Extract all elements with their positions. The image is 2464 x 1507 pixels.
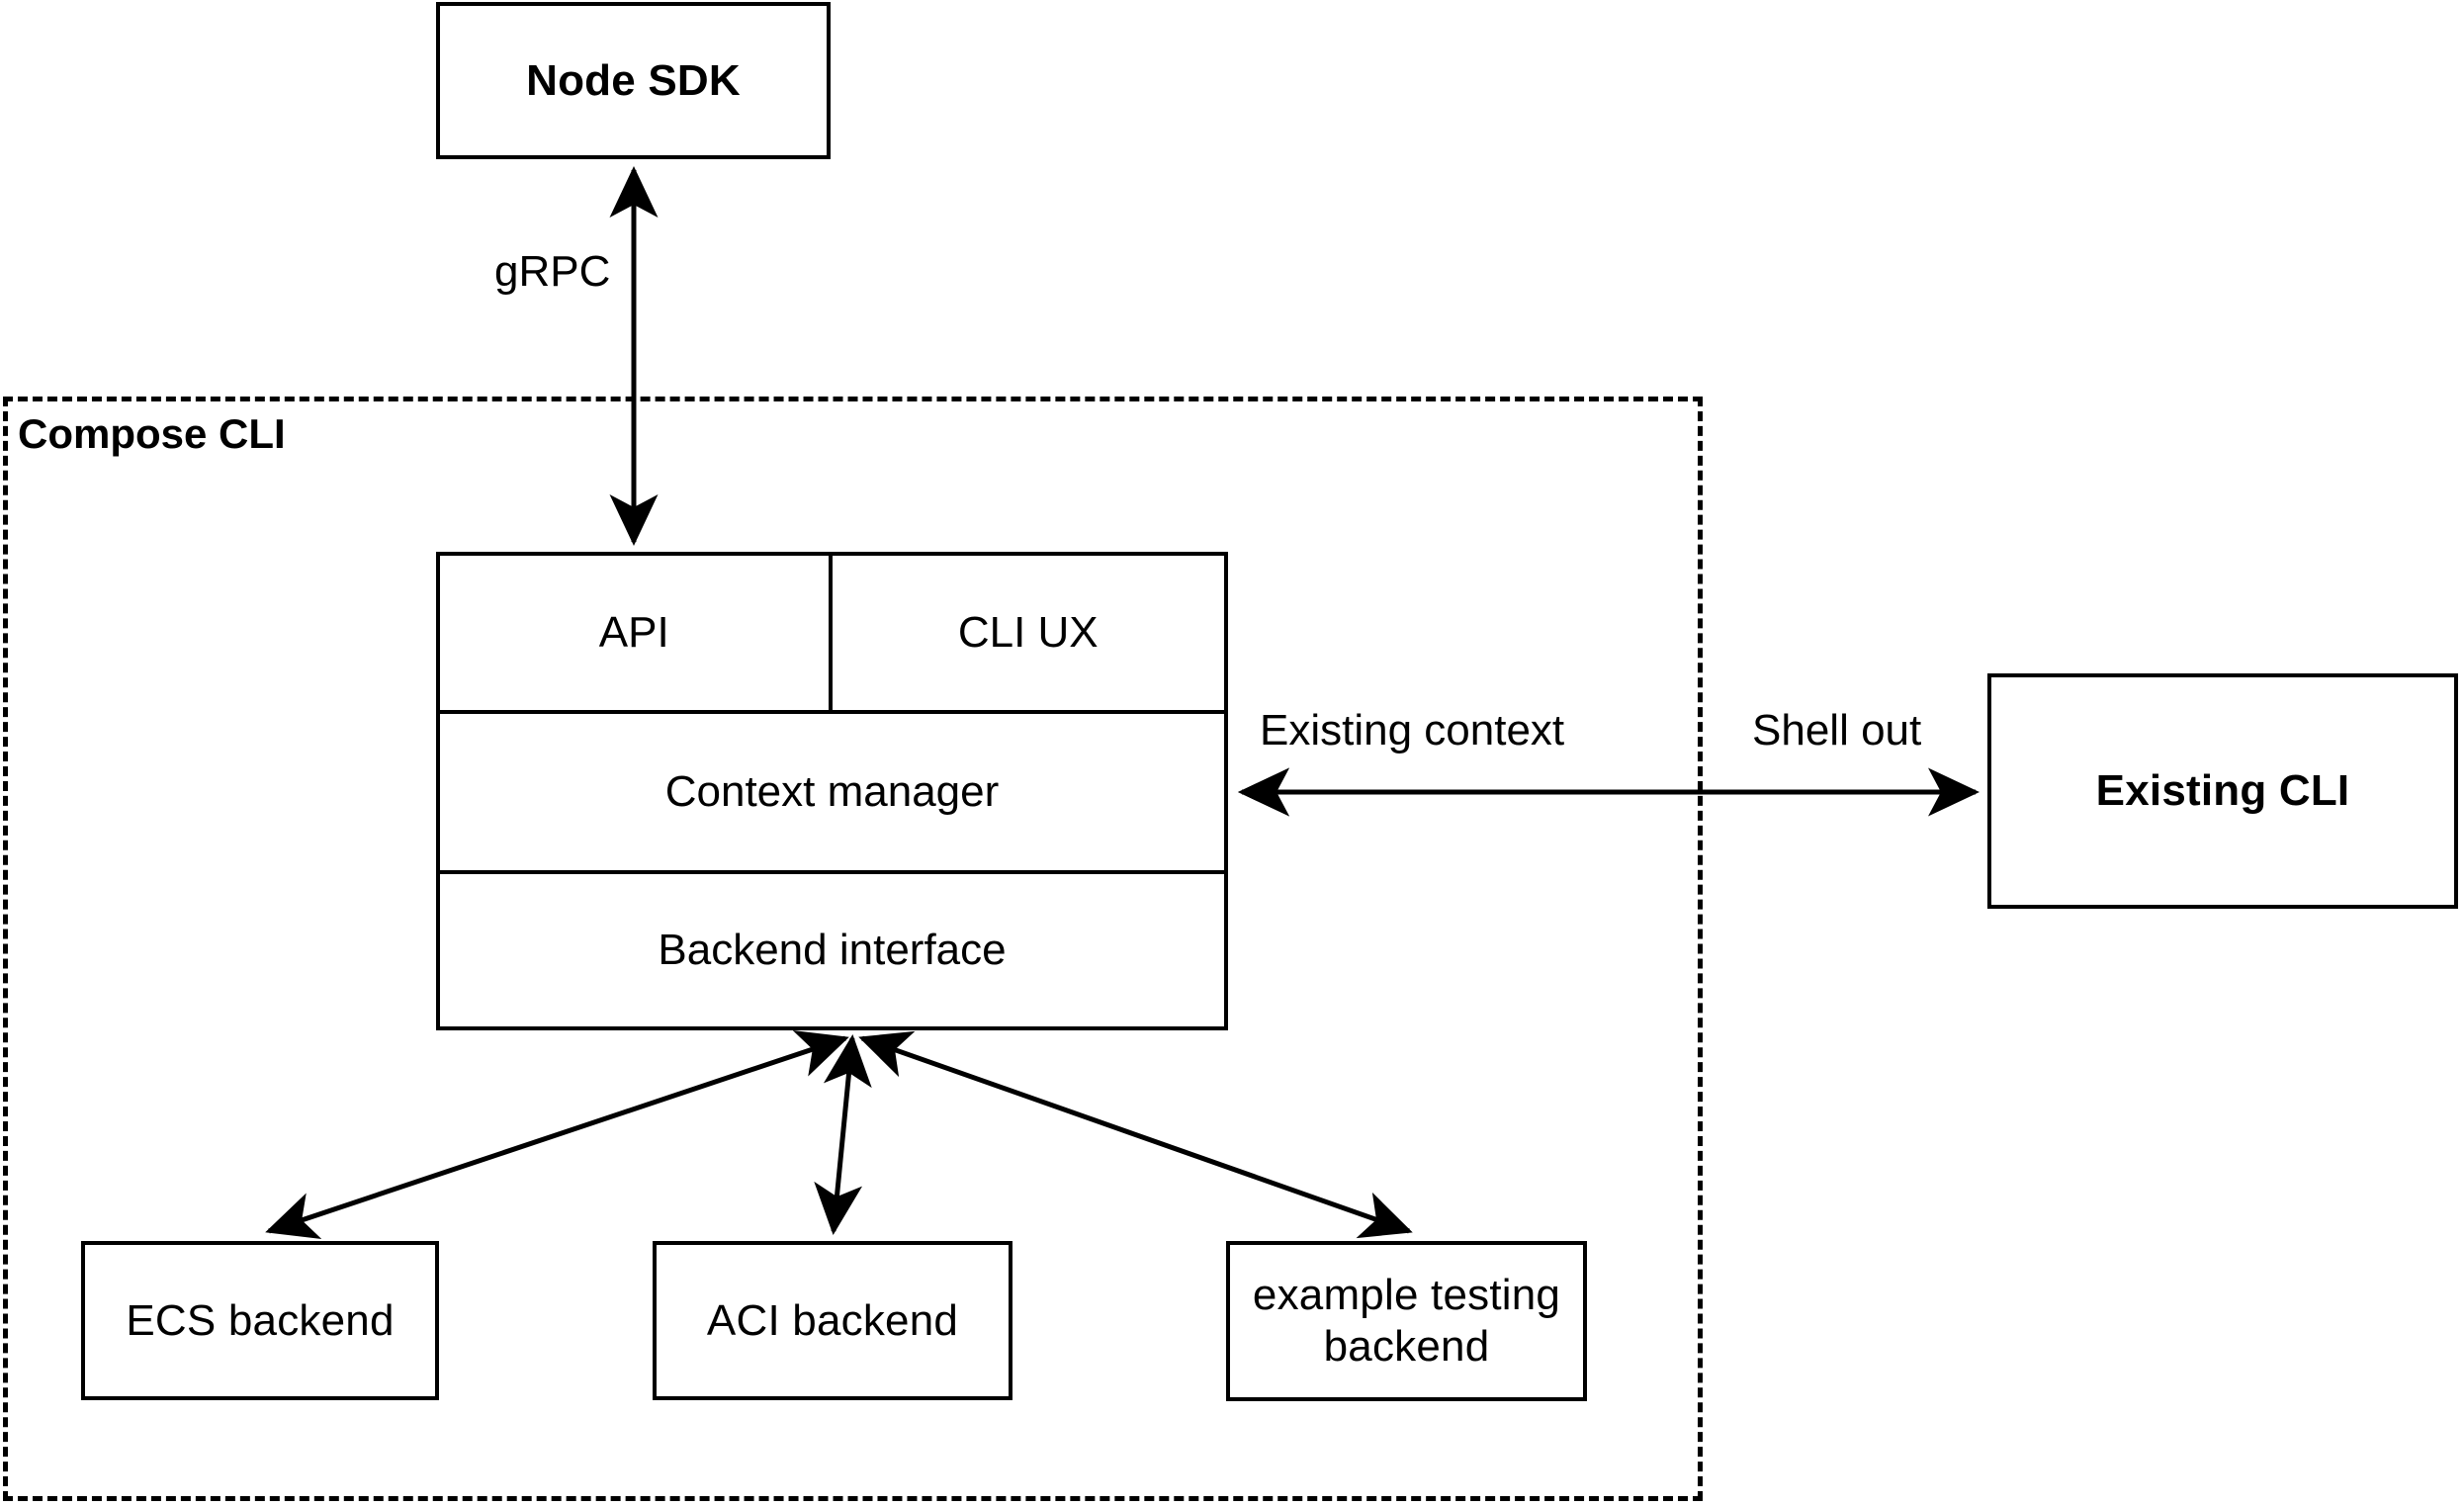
existing-cli-box[interactable]: Existing CLI <box>1987 673 2458 909</box>
node-sdk-label: Node SDK <box>526 55 741 105</box>
compose-cli-group-boundary <box>3 397 1703 1501</box>
existing-cli-label: Existing CLI <box>2095 766 2350 816</box>
compose-cli-stack: API CLI UX Context manager Backend inter… <box>436 552 1228 1030</box>
stack-row-context-manager: Context manager <box>440 714 1224 874</box>
example-testing-backend-box[interactable]: example testing backend <box>1226 1241 1587 1401</box>
ecs-backend-label: ECS backend <box>126 1295 395 1345</box>
aci-backend-label: ACI backend <box>706 1295 959 1345</box>
edge-label-shell-out: Shell out <box>1746 706 1928 755</box>
example-testing-backend-label: example testing backend <box>1252 1271 1561 1371</box>
stack-row-api-cliux: API CLI UX <box>440 556 1224 714</box>
edge-label-existing-context: Existing context <box>1254 706 1571 755</box>
compose-cli-group-title: Compose CLI <box>18 410 286 457</box>
stack-row-backend-interface: Backend interface <box>440 874 1224 1026</box>
aci-backend-box[interactable]: ACI backend <box>653 1241 1012 1400</box>
ecs-backend-box[interactable]: ECS backend <box>81 1241 439 1400</box>
context-manager-cell[interactable]: Context manager <box>440 714 1224 870</box>
backend-interface-label: Backend interface <box>658 926 1007 974</box>
api-cell[interactable]: API <box>440 556 833 710</box>
edge-label-grpc: gRPC <box>488 247 617 297</box>
cli-ux-label: CLI UX <box>957 608 1099 657</box>
api-label: API <box>598 608 669 657</box>
node-sdk-box[interactable]: Node SDK <box>436 2 831 159</box>
cli-ux-cell[interactable]: CLI UX <box>833 556 1225 710</box>
backend-interface-cell[interactable]: Backend interface <box>440 874 1224 1026</box>
context-manager-label: Context manager <box>664 767 1000 816</box>
